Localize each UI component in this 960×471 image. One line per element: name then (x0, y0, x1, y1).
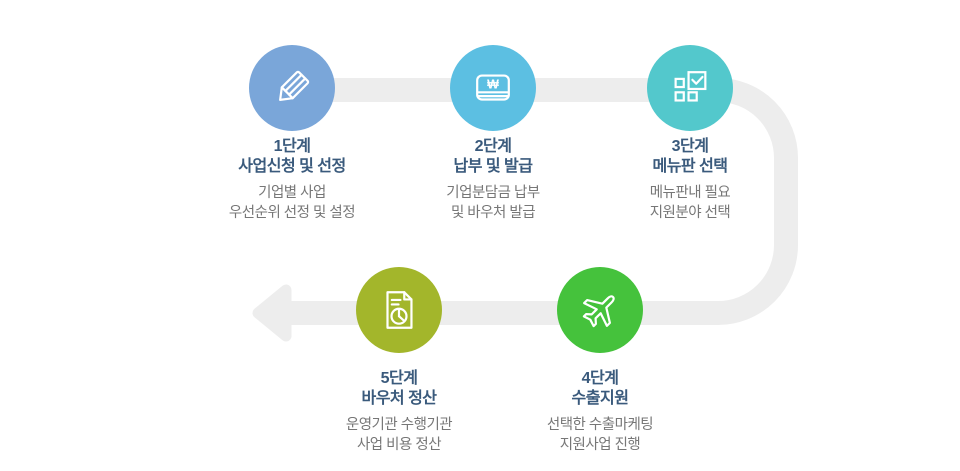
step-2-circle: ₩ (450, 45, 536, 131)
step-2: ₩ 2단계 납부 및 발급 기업분담금 납부 및 바우처 발급 (393, 45, 593, 223)
step-4-desc: 선택한 수출마케팅 지원사업 진행 (546, 417, 654, 453)
step-3-label: 3단계 (671, 138, 709, 155)
step-4-title: 4단계 수출지원 (500, 369, 700, 409)
step-3-name: 메뉴판 선택 (652, 158, 728, 175)
won-card-icon: ₩ (476, 74, 510, 101)
step-1: 1단계 사업신청 및 선정 기업별 사업 우선순위 선정 및 설정 (192, 45, 392, 223)
menu-select-icon (674, 71, 707, 102)
step-1-desc: 기업별 사업 우선순위 선정 및 설정 (228, 185, 356, 221)
step-5-title: 5단계 바우처 정산 (299, 369, 499, 409)
step-1-circle (249, 45, 335, 131)
step-2-label: 2단계 (474, 138, 512, 155)
step-5-desc: 운영기관 수행기관 사업 비용 정산 (345, 417, 453, 453)
step-1-title: 1단계 사업신청 및 선정 (192, 137, 392, 177)
step-2-name: 납부 및 발급 (453, 158, 534, 175)
step-2-title: 2단계 납부 및 발급 (393, 137, 593, 177)
step-3: 3단계 메뉴판 선택 메뉴판내 필요 지원분야 선택 (590, 45, 790, 223)
step-5: 5단계 바우처 정산 운영기관 수행기관 사업 비용 정산 (299, 267, 499, 455)
step-4-circle (557, 267, 643, 353)
step-5-label: 5단계 (380, 370, 418, 387)
step-1-name: 사업신청 및 선정 (238, 158, 346, 175)
step-3-title: 3단계 메뉴판 선택 (590, 137, 790, 177)
step-4-name: 수출지원 (571, 390, 629, 407)
step-5-name: 바우처 정산 (361, 390, 437, 407)
flow-connector-path (287, 78, 798, 325)
step-1-label: 1단계 (273, 138, 311, 155)
step-4: 4단계 수출지원 선택한 수출마케팅 지원사업 진행 (500, 267, 700, 455)
flow-arrowhead (252, 284, 292, 342)
document-report-icon (386, 291, 413, 329)
step-5-circle (356, 267, 442, 353)
airplane-icon (582, 295, 615, 328)
step-4-label: 4단계 (581, 370, 619, 387)
step-3-desc: 메뉴판내 필요 지원분야 선택 (649, 185, 731, 221)
step-3-circle (647, 45, 733, 131)
won-symbol: ₩ (487, 77, 499, 91)
pencil-icon (279, 70, 310, 101)
step-2-desc: 기업분담금 납부 및 바우처 발급 (446, 185, 540, 221)
